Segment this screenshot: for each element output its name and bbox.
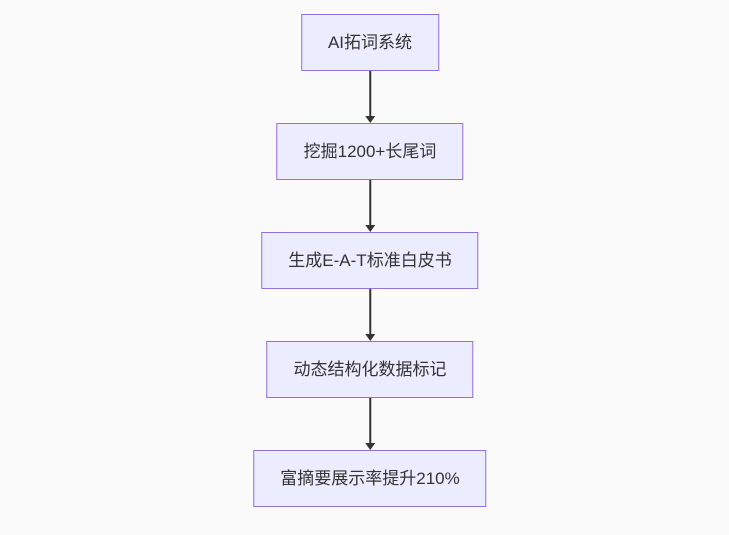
flow-node-label: 生成E-A-T标准白皮书 (288, 251, 452, 270)
flow-node-step-5: 富摘要展示率提升210% (253, 450, 487, 507)
flow-edge-1-2 (364, 71, 375, 123)
flow-node-step-4: 动态结构化数据标记 (266, 341, 474, 398)
flow-node-label: 富摘要展示率提升210% (280, 469, 460, 488)
flow-node-step-2: 挖掘1200+长尾词 (276, 123, 464, 180)
edge-line (368, 289, 371, 335)
flow-node-label: AI拓词系统 (327, 33, 413, 52)
flow-node-label: 动态结构化数据标记 (293, 360, 447, 379)
flow-edge-2-3 (364, 180, 375, 232)
edge-line (368, 71, 371, 117)
arrow-down-icon (364, 116, 375, 123)
edge-line (368, 398, 371, 444)
edge-line (368, 180, 371, 226)
flow-node-step-3: 生成E-A-T标准白皮书 (261, 232, 479, 289)
flow-edge-3-4 (364, 289, 375, 341)
flow-edge-4-5 (364, 398, 375, 450)
arrow-down-icon (364, 443, 375, 450)
arrow-down-icon (364, 225, 375, 232)
flowchart: AI拓词系统 挖掘1200+长尾词 生成E-A-T标准白皮书 动态结构化数据标记… (253, 14, 487, 507)
flow-node-label: 挖掘1200+长尾词 (303, 142, 437, 161)
flow-node-step-1: AI拓词系统 (300, 14, 440, 71)
arrow-down-icon (364, 334, 375, 341)
